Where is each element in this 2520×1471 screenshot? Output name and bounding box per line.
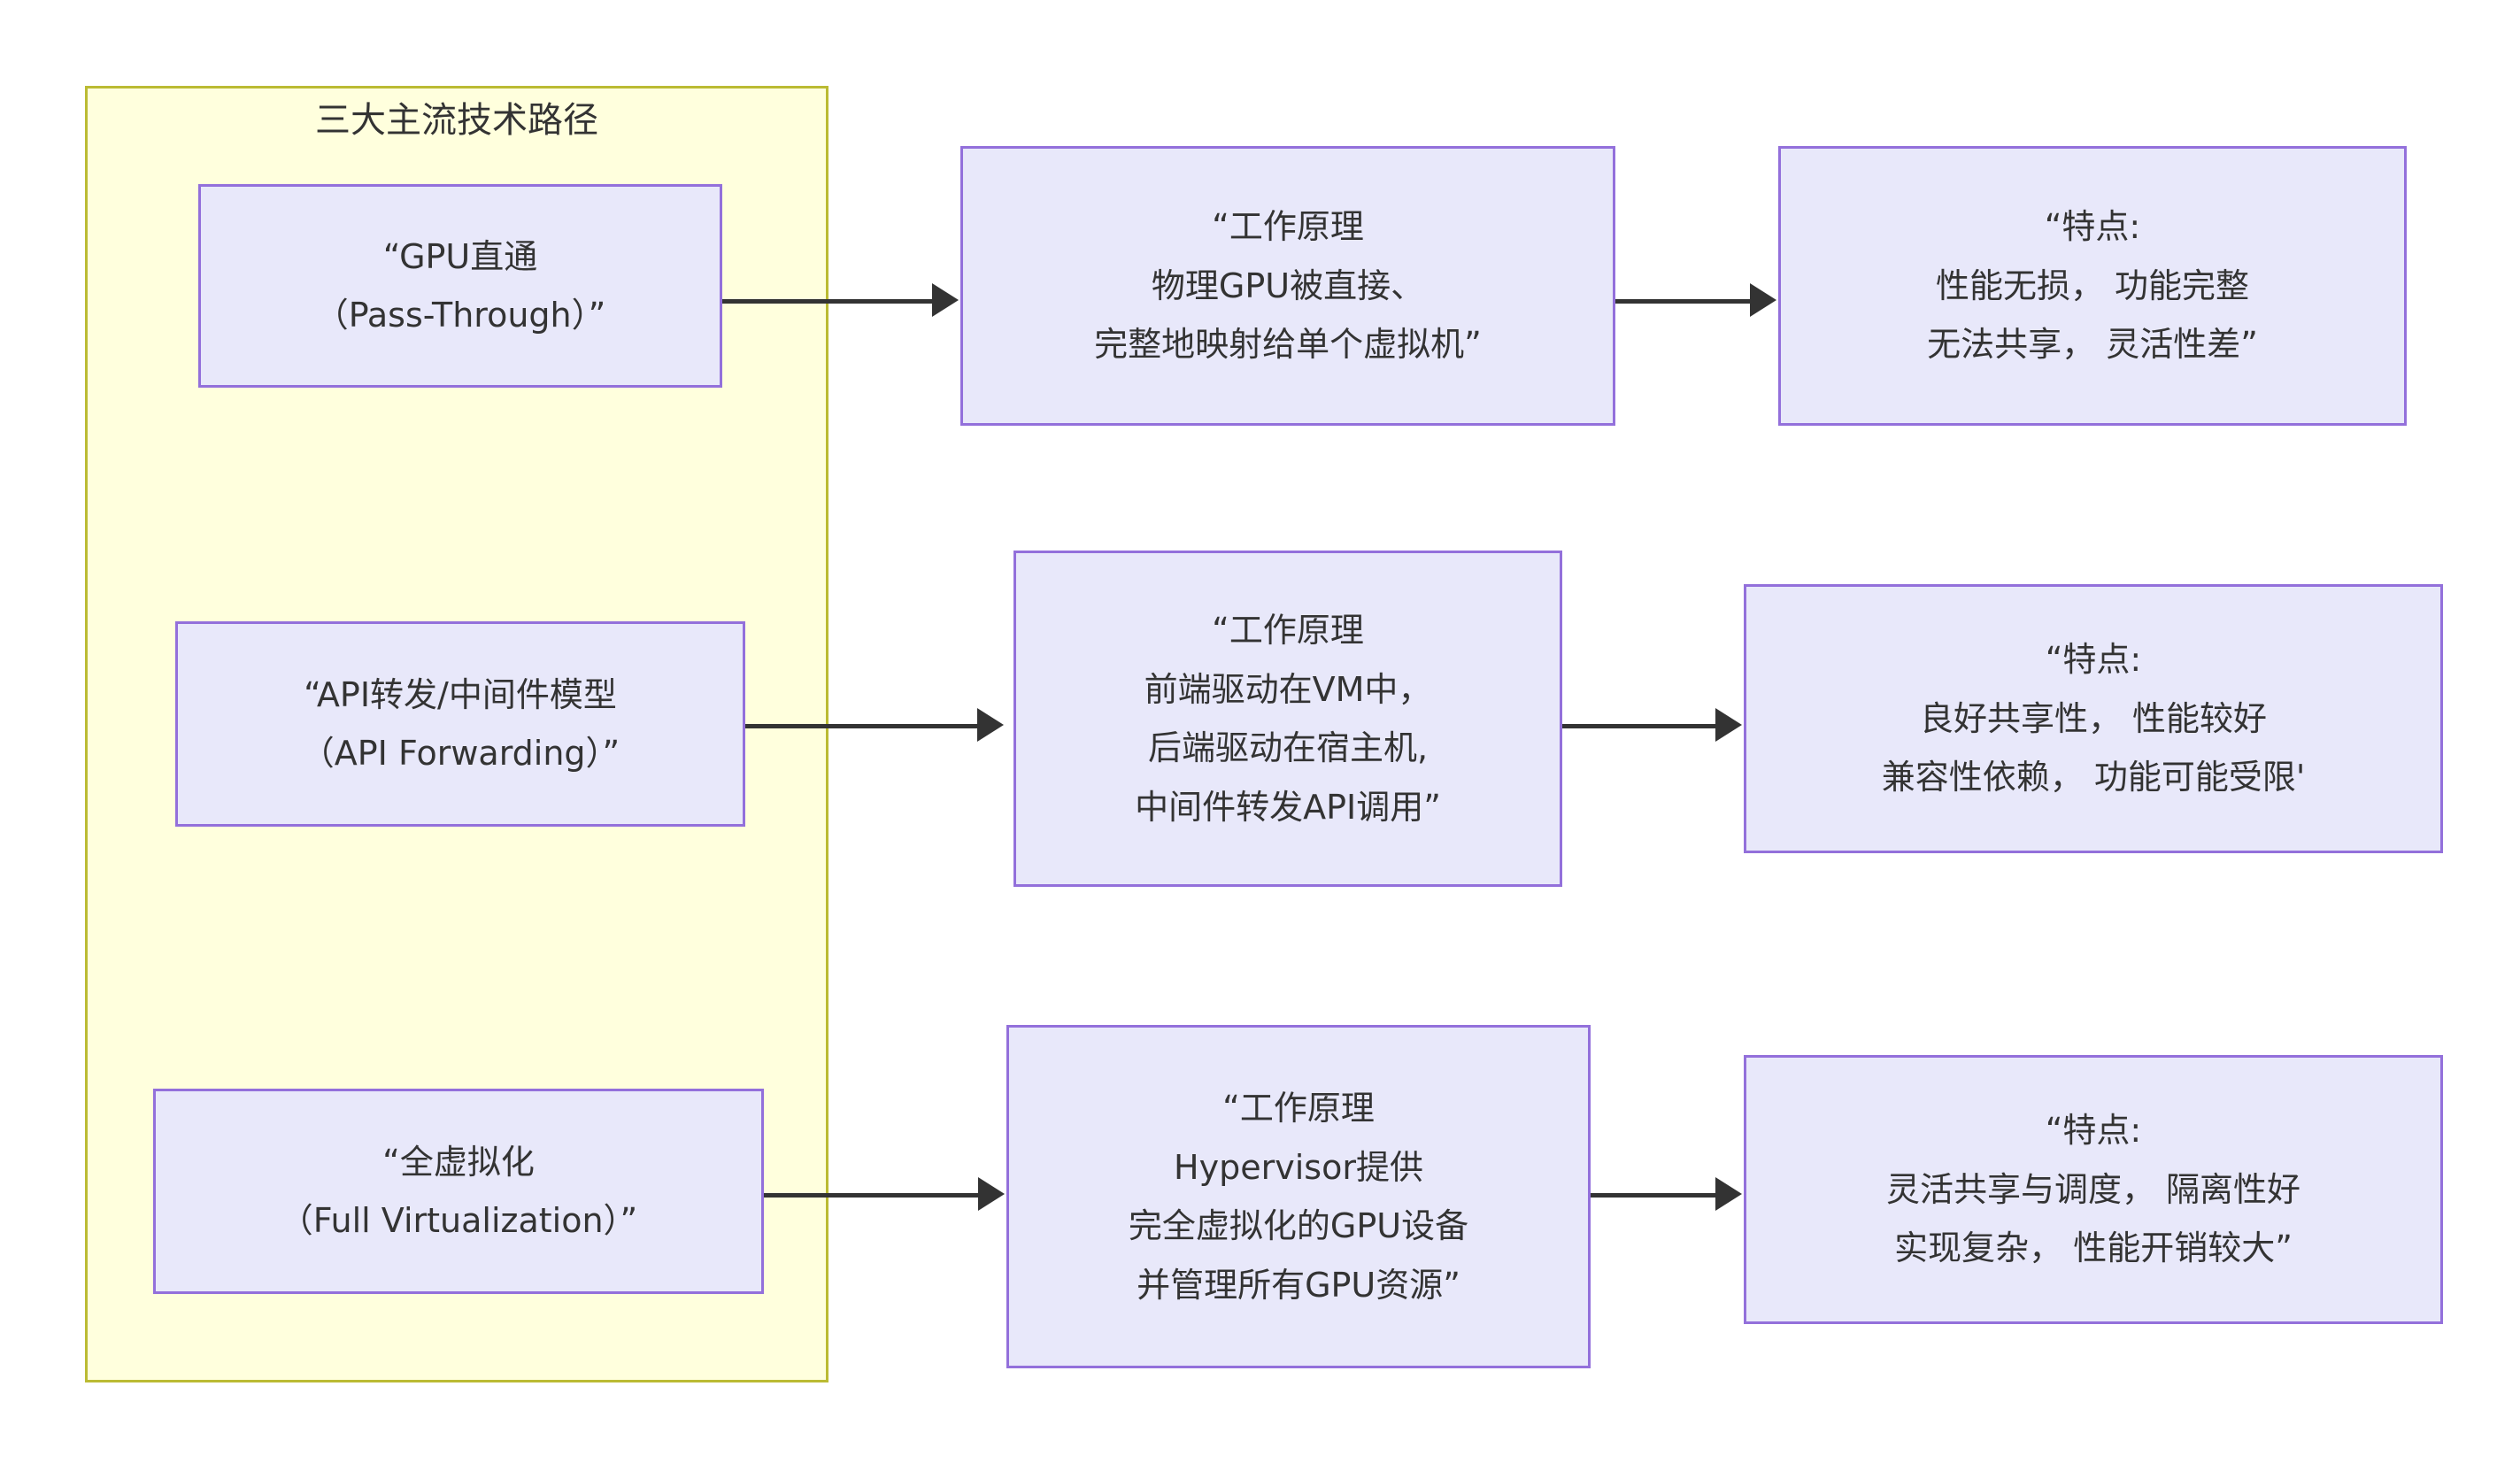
node-approach-row-3[interactable]: “全虚拟化 （Full Virtualization）” — [153, 1089, 764, 1294]
node-principle-row-3[interactable]: “工作原理 Hypervisor提供 完全虚拟化的GPU设备 并管理所有GPU资… — [1006, 1025, 1591, 1368]
node-approach-row-1[interactable]: “GPU直通 （Pass-Through）” — [198, 184, 722, 388]
node-features-row-1[interactable]: “特点: 性能无损， 功能完整 无法共享， 灵活性差” — [1778, 146, 2407, 426]
edge-approach-to-principle-row-3 — [764, 1193, 985, 1198]
edge-approach-to-principle-row-2 — [745, 724, 984, 728]
arrowhead-icon-row-1-right — [1750, 283, 1776, 317]
edge-principle-to-features-row-2 — [1562, 724, 1720, 728]
group-title: 三大主流技术路径 — [315, 100, 598, 141]
edge-principle-to-features-row-1 — [1615, 299, 1757, 304]
node-principle-row-2[interactable]: “工作原理 前端驱动在VM中， 后端驱动在宿主机, 中间件转发API调用” — [1013, 551, 1562, 887]
edge-principle-to-features-row-3 — [1591, 1193, 1722, 1198]
arrowhead-icon-row-3-right — [1715, 1177, 1742, 1211]
node-approach-row-2[interactable]: “API转发/中间件模型 （API Forwarding）” — [175, 621, 745, 827]
arrowhead-icon-row-2-right — [1715, 708, 1742, 742]
edge-approach-to-principle-row-1 — [722, 299, 939, 304]
node-features-row-2[interactable]: “特点: 良好共享性， 性能较好 兼容性依赖， 功能可能受限' — [1744, 584, 2443, 853]
arrowhead-icon-row-3-left — [978, 1177, 1005, 1211]
node-features-row-3[interactable]: “特点: 灵活共享与调度， 隔离性好 实现复杂， 性能开销较大” — [1744, 1055, 2443, 1324]
arrowhead-icon-row-2-left — [977, 708, 1004, 742]
node-principle-row-1[interactable]: “工作原理 物理GPU被直接、 完整地映射给单个虚拟机” — [960, 146, 1615, 426]
arrowhead-icon-row-1-left — [932, 283, 959, 317]
